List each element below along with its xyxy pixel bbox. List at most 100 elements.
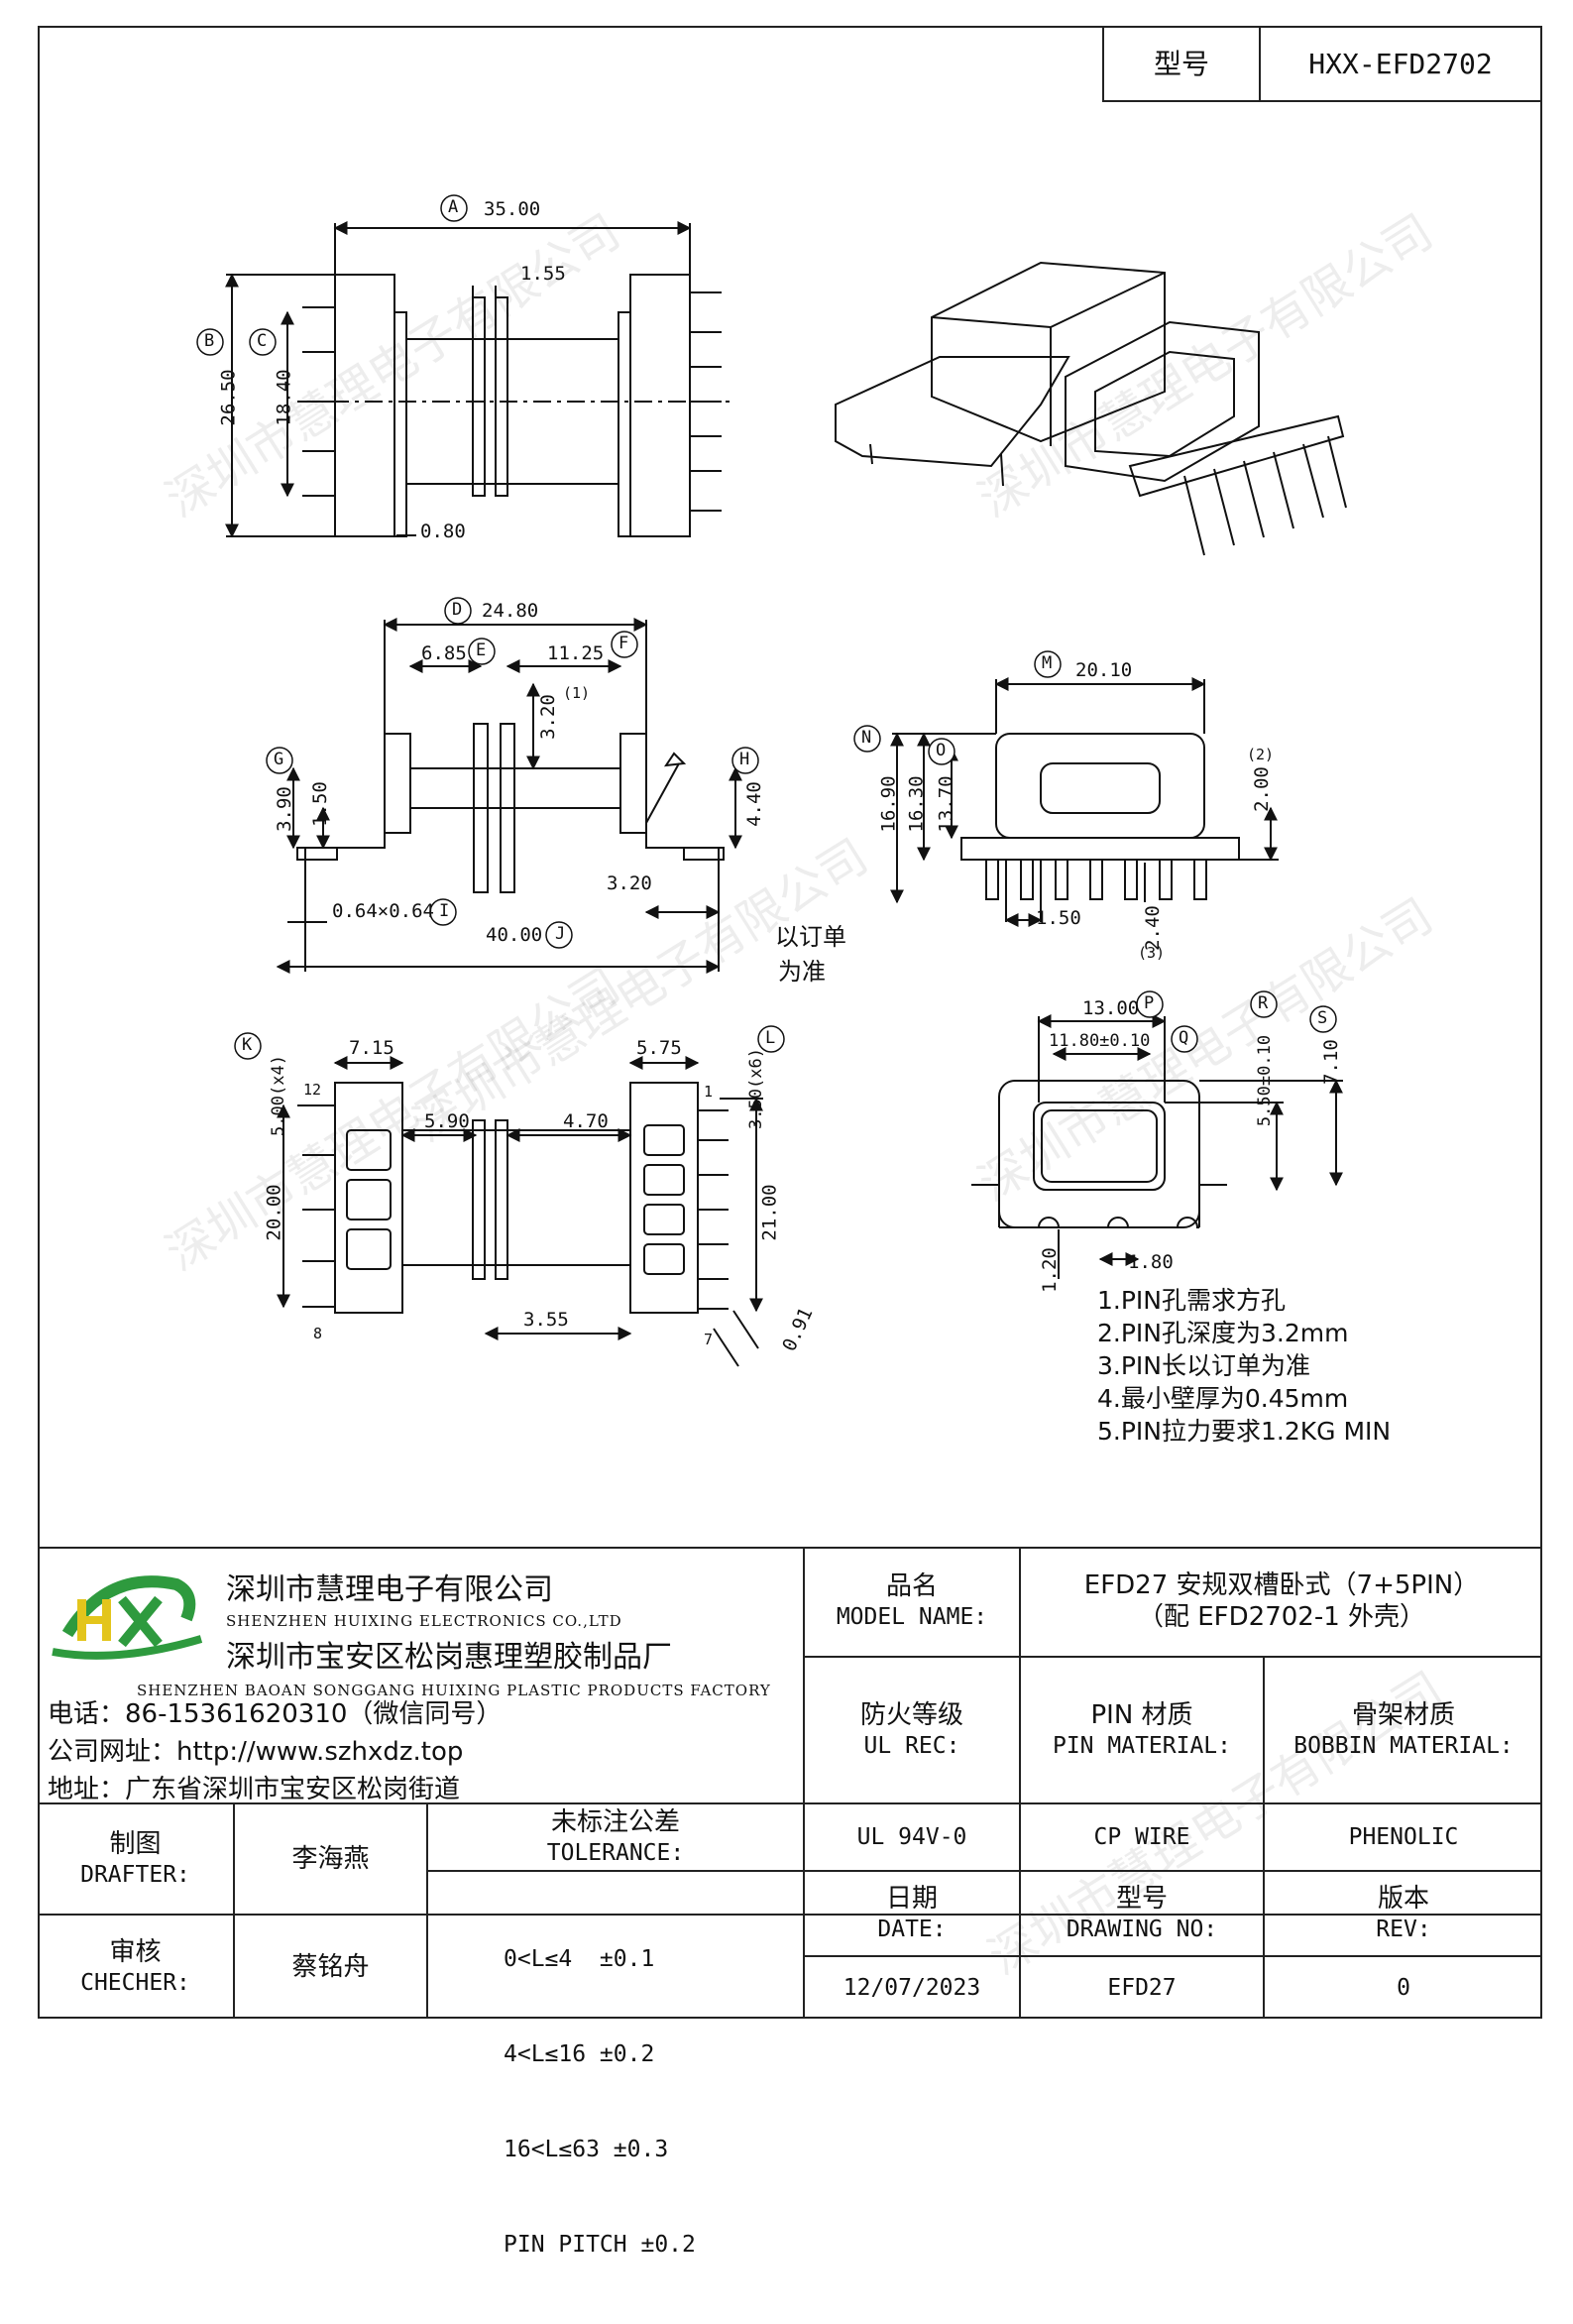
tag-l: L [765, 1028, 776, 1048]
pin-material-label-cn: PIN 材质 [1090, 1700, 1193, 1731]
dim-r: 5.50±0.10 [1255, 1034, 1276, 1127]
dim-p: 13.00 [1082, 997, 1140, 1019]
drawing-no-label: 型号 DRAWING NO: [1021, 1872, 1263, 1955]
factory-name-cn: 深圳市宝安区松岗惠理塑胶制品厂 [226, 1640, 672, 1675]
dim-o: 13.70 [935, 775, 957, 833]
dim-gap: 3.55 [523, 1309, 569, 1331]
dim-t1: 1.20 [1038, 1247, 1061, 1293]
tolerance-label: 未标注公差 TOLERANCE: [428, 1804, 803, 1870]
dim-total: 40.00 [486, 924, 543, 946]
dim-pin-gap: 3.20 [607, 872, 652, 894]
note-item: 4.最小壁厚为0.45mm [1097, 1384, 1349, 1413]
drafter-label-cn: 制图 [109, 1829, 162, 1860]
tolerance-row: 4<L≤16 ±0.2 [504, 2041, 655, 2067]
model-name-value-line2: （配 EFD2702-1 外壳） [1137, 1602, 1426, 1632]
model-name-label-cn: 品名 [885, 1571, 938, 1602]
dim-q: 11.80±0.10 [1049, 1031, 1151, 1051]
dim-p2-note: (2) [1247, 746, 1275, 763]
dim-c: 18.40 [273, 369, 295, 426]
pin-material-label: PIN 材质 PIN MATERIAL: [1021, 1658, 1263, 1802]
header-model-label: 型号 [1104, 28, 1261, 100]
dim-f: 11.25 [547, 642, 605, 664]
checker-label-cn: 审核 [109, 1937, 162, 1968]
dim-pin-size: 0.64×0.64 [332, 900, 434, 922]
dimension-tags: A B C D E F G H I J M N O K L P Q R S [204, 197, 1328, 1055]
factory-name-en: SHENZHEN BAOAN SONGGANG HUIXING PLASTIC … [137, 1682, 771, 1699]
date-label-cn: 日期 [885, 1884, 938, 1915]
rev-label-en: REV: [1376, 1916, 1431, 1942]
date-label: 日期 DATE: [805, 1872, 1019, 1955]
tag-c: C [257, 331, 268, 351]
drawing-frame [38, 26, 1542, 2019]
dim-a: 35.00 [484, 198, 541, 220]
drafter-value: 李海燕 [291, 1843, 370, 1874]
pin-number-1: 1 [704, 1083, 714, 1101]
tag-e: E [476, 640, 487, 660]
tag-j: J [555, 924, 566, 944]
rev-value: 0 [1397, 1974, 1410, 2001]
pin-material-value: CP WIRE [1093, 1823, 1190, 1850]
tag-d: D [452, 600, 463, 620]
model-name-value-line1: EFD27 安规双槽卧式（7+5PIN） [1083, 1569, 1480, 1600]
tag-h: H [739, 750, 750, 769]
checker-label: 审核 CHECHER: [38, 1916, 233, 2019]
dim-l: 3.50(x6) [745, 1048, 766, 1129]
tolerance-row: 16<L≤63 ±0.3 [504, 2137, 669, 2162]
note-item: 5.PIN拉力要求1.2KG MIN [1097, 1417, 1392, 1446]
bobbin-material-label-cn: 骨架材质 [1351, 1700, 1455, 1731]
rev-label-cn: 版本 [1377, 1884, 1429, 1915]
tag-i: I [439, 901, 450, 921]
tag-r: R [1258, 993, 1269, 1013]
dim-e: 6.85 [421, 642, 467, 664]
factory-name-en-wrap: SHENZHEN BAOAN SONGGANG HUIXING PLASTIC … [137, 1682, 771, 1699]
tolerance-values: 0<L≤4 ±0.1 4<L≤16 ±0.2 16<L≤63 ±0.3 PIN … [504, 1880, 696, 2324]
tag-g: G [274, 750, 284, 769]
ul-rec-label-en: UL REC: [863, 1732, 960, 1759]
dimension-values: 35.00 1.55 26.50 18.40 0.80 24.80 6.85 1… [217, 198, 1342, 1354]
tag-k: K [242, 1035, 253, 1055]
dim-in2: 4.70 [563, 1110, 609, 1132]
tolerance-label-en: TOLERANCE: [546, 1839, 685, 1866]
dim-wall: 0.80 [420, 521, 466, 542]
note-item: 3.PIN长以订单为准 [1097, 1351, 1311, 1380]
dim-w2: 5.75 [636, 1037, 682, 1059]
dim-w1: 7.15 [349, 1037, 394, 1059]
order-note-2: 为准 [778, 958, 826, 986]
drawing-no-label-cn: 型号 [1115, 1884, 1168, 1915]
dim-b: 26.50 [217, 369, 240, 426]
dim-pitch: 1.50 [1036, 907, 1081, 929]
date-value: 12/07/2023 [843, 1974, 981, 2001]
company-address: 地址：广东省深圳市宝安区松岗街道 [48, 1775, 461, 1804]
dim-h: 4.40 [742, 781, 765, 827]
company-name-cn: 深圳市慧理电子有限公司 [226, 1572, 553, 1607]
dim-t2: 1.80 [1128, 1251, 1174, 1273]
dim-s: 7.10 [1319, 1039, 1342, 1085]
dim-h1: 20.00 [263, 1184, 285, 1241]
dim-p2: 2.00 [1250, 766, 1273, 812]
title-block: HX 深圳市慧理电子有限公司 SHENZHEN HUIXING ELECTRON… [38, 1547, 1542, 2258]
tag-b: B [204, 331, 215, 351]
tag-f: F [618, 634, 629, 653]
header-model-value: HXX-EFD2702 [1308, 48, 1493, 80]
ul-rec-value: UL 94V-0 [856, 1823, 967, 1850]
dim-h2: 21.00 [758, 1184, 781, 1241]
order-note-1: 以订单 [775, 923, 846, 951]
dim-depth: 3.20 [536, 694, 559, 740]
date-label-en: DATE: [877, 1916, 947, 1942]
drawing-no-label-en: DRAWING NO: [1066, 1916, 1218, 1942]
tag-m: M [1042, 653, 1053, 673]
pin-number-7: 7 [704, 1331, 714, 1348]
ul-rec-label: 防火等级 UL REC: [805, 1658, 1019, 1802]
bottom-view [277, 1056, 763, 1367]
tag-s: S [1317, 1008, 1328, 1028]
tag-a: A [448, 197, 459, 217]
tag-o: O [936, 741, 947, 760]
isometric-view [835, 261, 1347, 556]
ul-rec-label-cn: 防火等级 [859, 1700, 963, 1731]
company-website: 公司网址：http://www.szhxdz.top [48, 1737, 464, 1767]
technical-drawing [196, 194, 1347, 1367]
tolerance-label-cn: 未标注公差 [550, 1807, 680, 1838]
drafter-label: 制图 DRAFTER: [38, 1804, 233, 1914]
checker-value: 蔡铭舟 [291, 1951, 370, 1982]
company-info: 深圳市慧理电子有限公司 SHENZHEN HUIXING ELECTRONICS… [226, 1565, 672, 1676]
